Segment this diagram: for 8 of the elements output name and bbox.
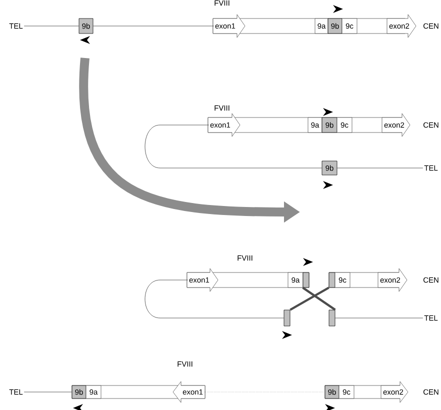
connector-line [144,124,322,168]
connector-line [144,280,284,318]
exon-fragment [328,272,336,288]
connector-line [290,286,330,311]
exon-fragment [328,310,336,326]
connector-line [302,286,336,311]
exon-fragment [302,272,310,288]
exon-fragment [284,310,290,326]
